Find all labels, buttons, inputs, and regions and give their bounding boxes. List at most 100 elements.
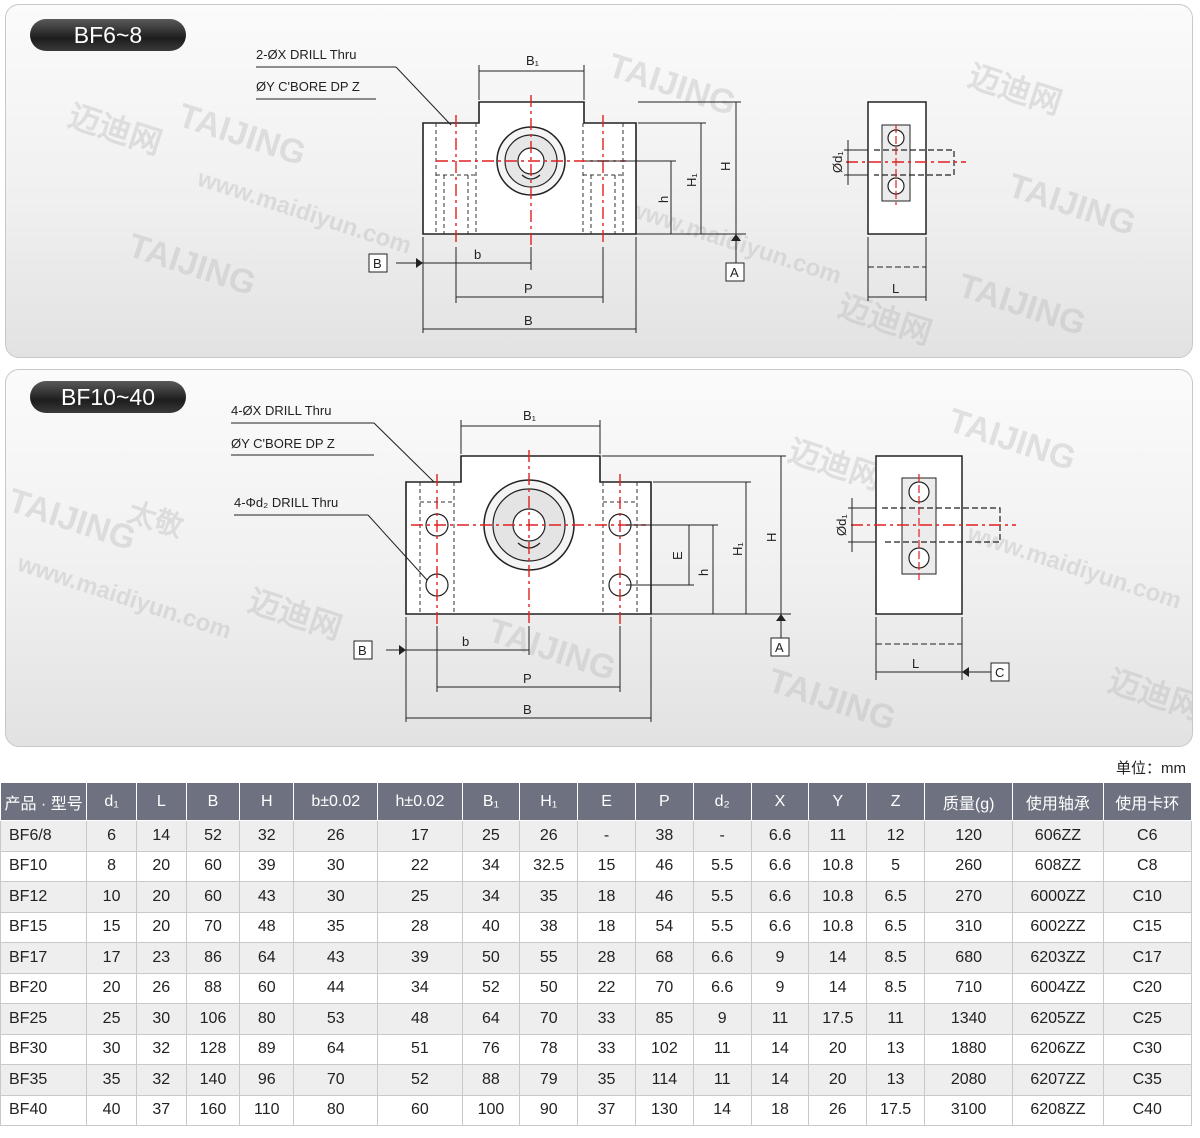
table-cell: 51	[377, 1033, 463, 1065]
dim-e-label: E	[670, 551, 685, 560]
column-header: X	[750, 782, 810, 821]
table-cell: 17.5	[808, 1003, 868, 1035]
column-header: P	[634, 782, 694, 821]
table-cell: 26	[519, 820, 579, 852]
table-cell: 20	[86, 972, 137, 1004]
table-cell: 11	[808, 820, 868, 852]
table-cell: 14	[808, 972, 868, 1004]
table-cell: 33	[577, 1003, 636, 1035]
table-cell: 9	[750, 972, 810, 1004]
table-cell: 6.6	[692, 942, 752, 974]
table-cell: 9	[692, 1003, 752, 1035]
table-cell: 37	[135, 1094, 187, 1126]
table-cell: 11	[692, 1064, 752, 1096]
watermark-brand: TAIJING	[944, 401, 1081, 478]
table-cell: 310	[924, 911, 1014, 943]
table-cell: 88	[461, 1064, 521, 1096]
table-cell: 70	[293, 1064, 379, 1096]
table-cell: 710	[924, 972, 1014, 1004]
table-cell: 5	[866, 850, 926, 882]
table-cell: 60	[185, 881, 241, 913]
table-cell: 88	[185, 972, 241, 1004]
datum-b	[353, 640, 373, 660]
column-header: Y	[808, 782, 868, 821]
label-d2-drill: 4-Φd₂ DRILL Thru	[234, 495, 338, 510]
series-badge-bf10-40: BF10~40	[30, 381, 186, 413]
table-cell: 8	[86, 850, 137, 882]
table-cell: 30	[86, 1033, 137, 1065]
table-cell: 6.5	[866, 911, 926, 943]
column-header: d₂	[692, 782, 752, 821]
table-cell: 17	[377, 820, 463, 852]
table-cell: 1340	[924, 1003, 1014, 1035]
table-cell: 33	[577, 1033, 636, 1065]
table-cell: 48	[377, 1003, 463, 1035]
column-header: B₁	[461, 782, 521, 821]
table-cell: 14	[750, 1064, 810, 1096]
table-cell: 70	[634, 972, 694, 1004]
table-cell: 5.5	[692, 850, 752, 882]
datum-a-label: A	[730, 265, 739, 280]
column-header: B	[185, 782, 241, 821]
table-cell: 12	[866, 820, 926, 852]
dim-b-label: B	[523, 702, 532, 717]
table-cell: 11	[750, 1003, 810, 1035]
table-cell: 37	[577, 1094, 636, 1126]
dim-l-label: L	[892, 281, 899, 296]
table-cell: 8.5	[866, 972, 926, 1004]
table-cell: 80	[239, 1003, 295, 1035]
table-cell: 26	[135, 972, 187, 1004]
table-cell: 40	[86, 1094, 137, 1126]
table-cell: 68	[634, 942, 694, 974]
table-cell: 6203ZZ	[1012, 942, 1104, 974]
table-cell: 10.8	[808, 881, 868, 913]
table-cell: 22	[577, 972, 636, 1004]
table-cell: 26	[293, 820, 379, 852]
table-cell: 35	[519, 881, 579, 913]
dim-b-small-label: b	[474, 247, 481, 262]
dim-h-small-label: h	[656, 196, 671, 203]
watermark-site: www.maidiyun.com	[193, 165, 415, 260]
table-cell: 53	[293, 1003, 379, 1035]
table-cell: 70	[185, 911, 241, 943]
table-cell: 2080	[924, 1064, 1014, 1096]
table-cell: 48	[239, 911, 295, 943]
datum-c	[990, 662, 1010, 682]
datum-c-label: C	[995, 665, 1004, 680]
bf6-8-drawing: TAIJING 迈迪网 www.maidiyun.com TAIJING TAI…	[64, 46, 1141, 351]
column-header: d₁	[86, 782, 137, 821]
dim-b-label: B	[524, 313, 533, 328]
watermark-brand: TAIJING	[1004, 166, 1141, 243]
table-cell: 1880	[924, 1033, 1014, 1065]
table-cell: 30	[293, 881, 379, 913]
table-cell: C15	[1102, 911, 1193, 943]
table-cell: 6	[86, 820, 137, 852]
table-cell: 35	[86, 1064, 137, 1096]
table-cell: 23	[135, 942, 187, 974]
model-cell: BF17	[0, 942, 88, 974]
table-cell: 20	[135, 911, 187, 943]
table-cell: 9	[750, 942, 810, 974]
table-cell: 17.5	[866, 1094, 926, 1126]
table-cell: 60	[377, 1094, 463, 1126]
model-cell: BF25	[0, 1003, 88, 1035]
table-cell: 28	[577, 942, 636, 974]
table-cell: 89	[239, 1033, 295, 1065]
table-cell: C6	[1102, 820, 1193, 852]
table-cell: 6205ZZ	[1012, 1003, 1104, 1035]
table-cell: 6.6	[750, 911, 810, 943]
model-cell: BF10	[0, 850, 88, 882]
table-cell: 40	[461, 911, 521, 943]
dim-p-label: P	[523, 671, 532, 686]
table-cell: 50	[519, 972, 579, 1004]
label-cbore: ØY C'BORE DP Z	[231, 436, 335, 451]
table-cell: 5.5	[692, 881, 752, 913]
table-cell: C8	[1102, 850, 1193, 882]
table-cell: 15	[86, 911, 137, 943]
column-header: h±0.02	[377, 782, 463, 821]
table-cell: C10	[1102, 881, 1193, 913]
